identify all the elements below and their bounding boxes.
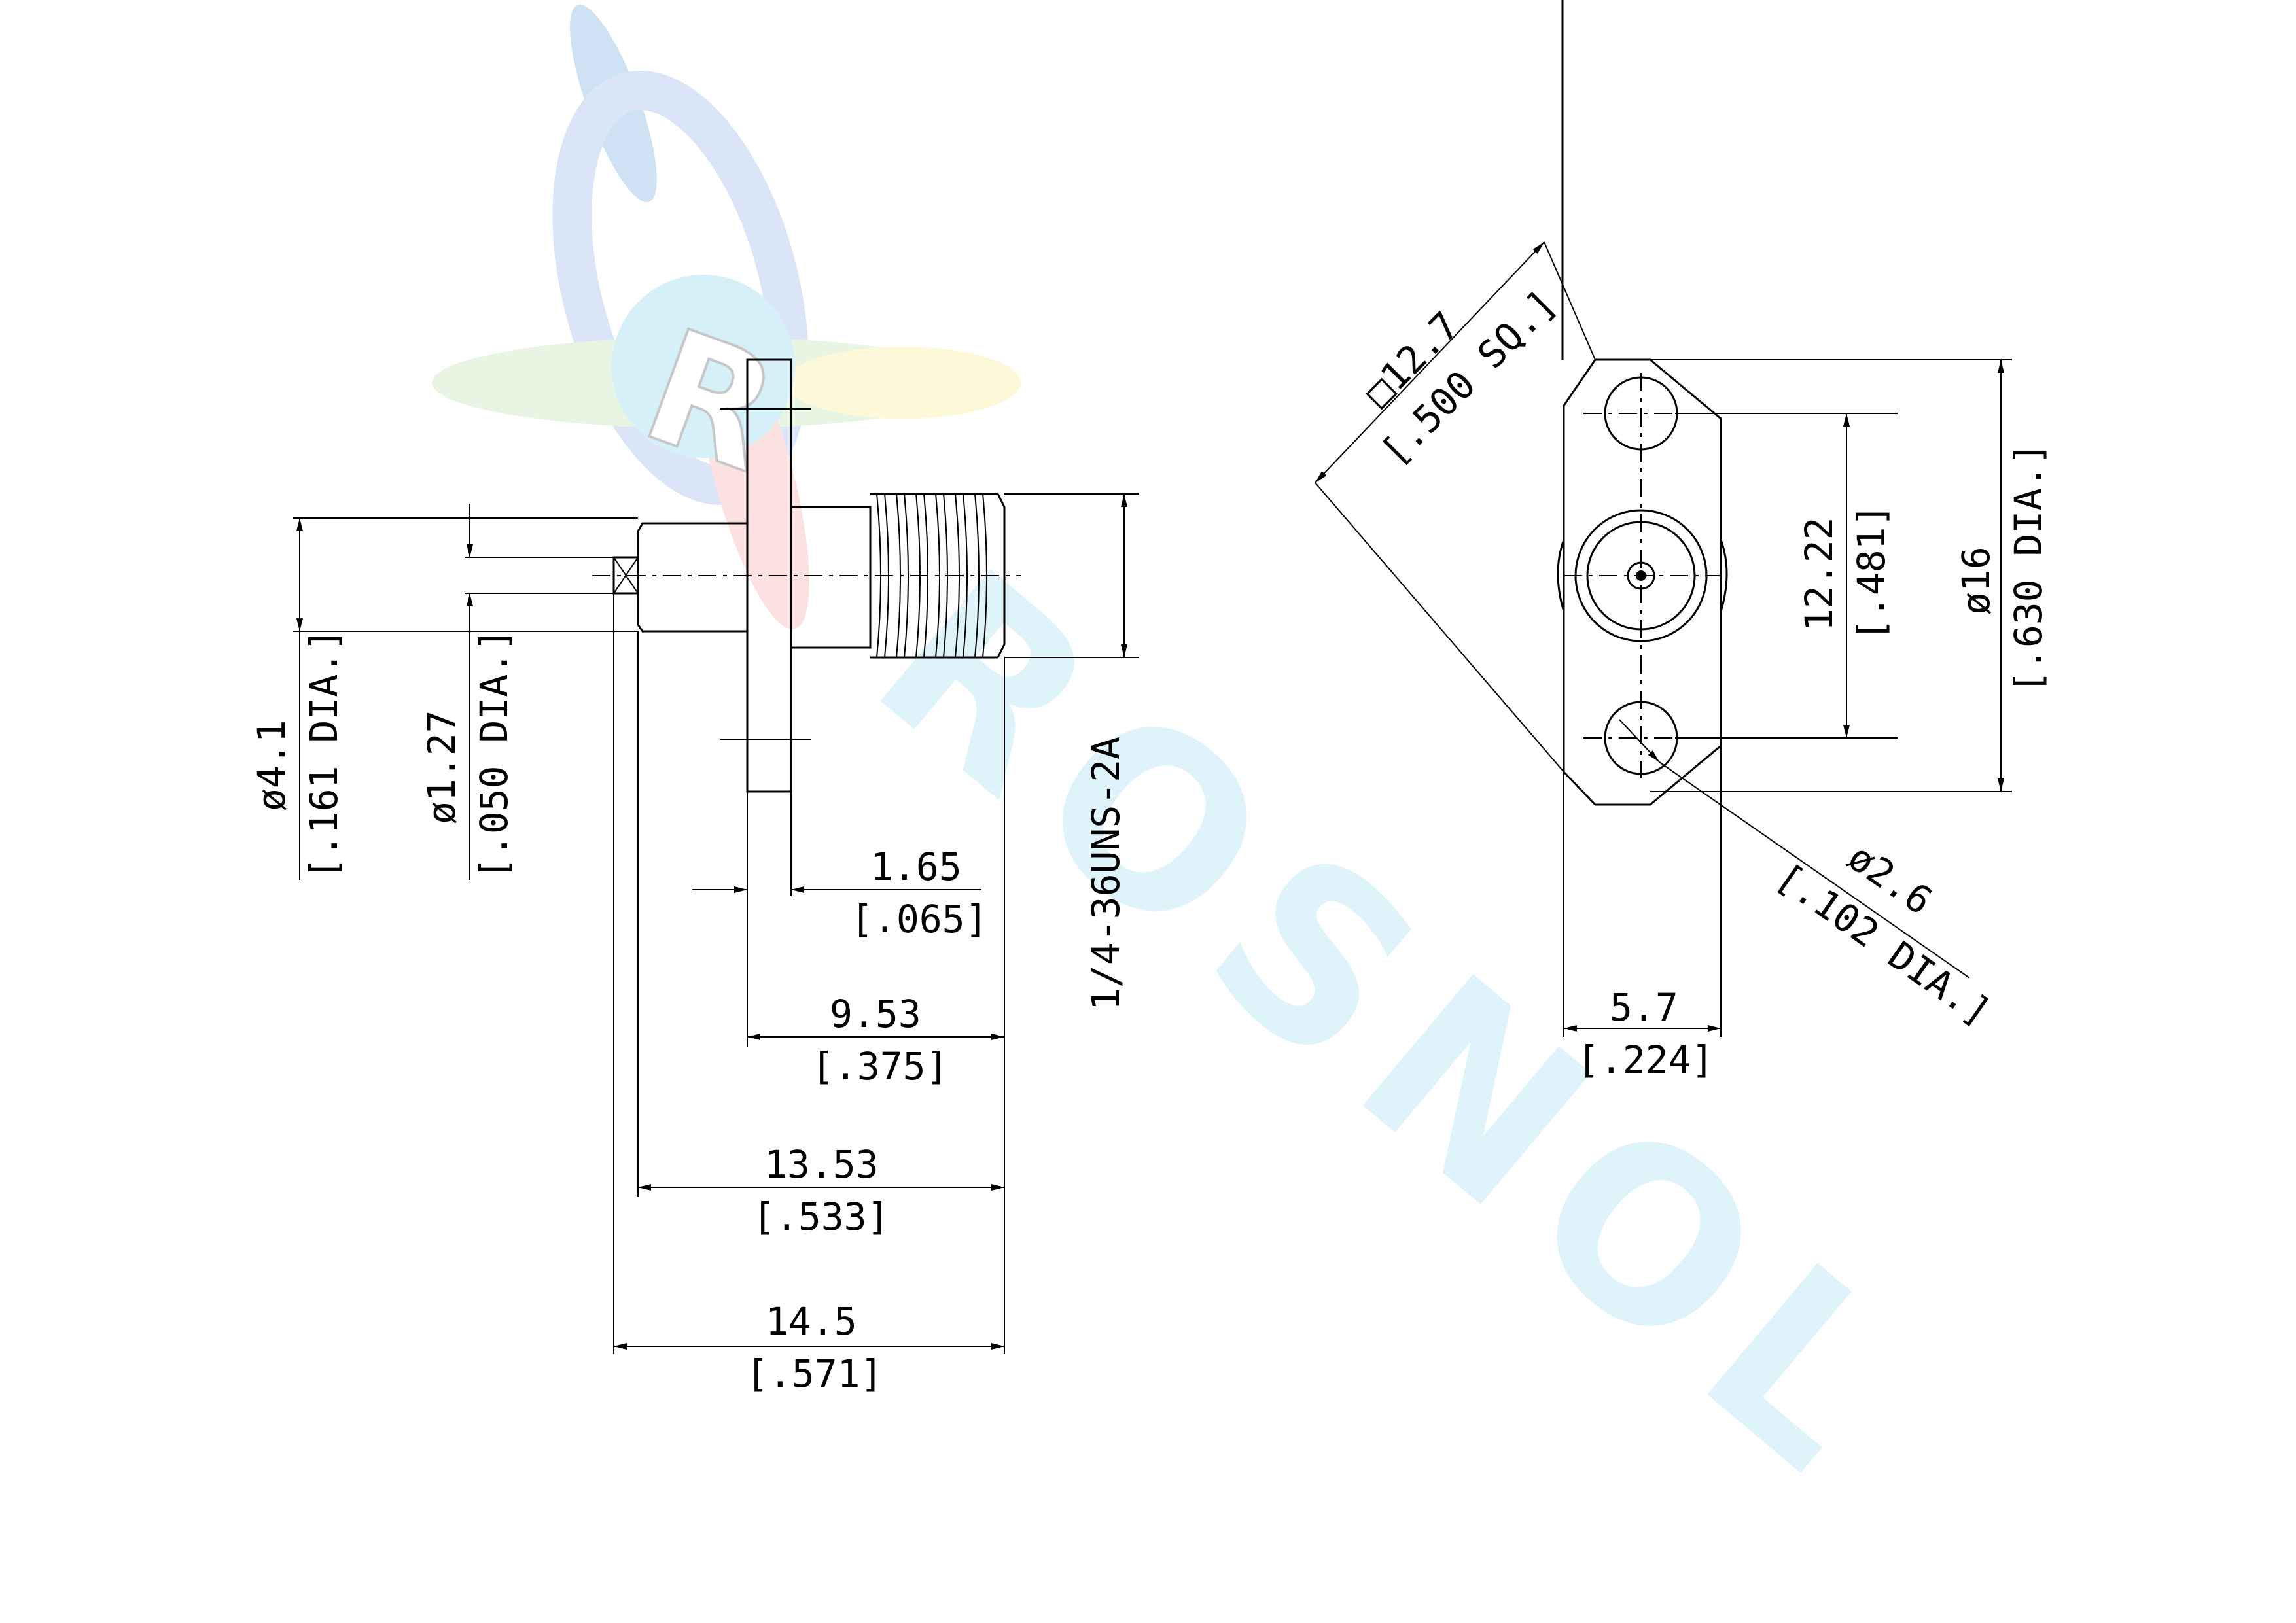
front-view <box>1315 0 2012 1037</box>
dim-flange-dia-value: ø16 <box>1954 546 1998 615</box>
front-body <box>791 506 872 649</box>
side-view <box>293 358 1139 1354</box>
dim-body-len-inch: [.533] <box>752 1195 890 1239</box>
flange-outline <box>1563 358 1722 806</box>
dim-overall-len-inch: [.571] <box>746 1352 883 1396</box>
dim-flange-thk-value: 1.65 <box>870 845 962 889</box>
dim-thread-spec: 1/4-36UNS-2A <box>1084 737 1128 1011</box>
dim-hole-spacing-value: 12.22 <box>1797 517 1841 631</box>
dim-pin-dia-inch: [.050 DIA.] <box>472 629 516 880</box>
dim-width-inch: [.224] <box>1577 1038 1714 1082</box>
rear-body <box>637 522 747 633</box>
side-view-dimensions: ø4.1 [.161 DIA.] ø1.27 [.050 DIA.] 1/4-3… <box>249 629 1128 1396</box>
thread <box>870 493 1006 659</box>
dim-body-dia-value: ø4.1 <box>249 720 294 811</box>
dim-body-dia-inch: [.161 DIA.] <box>302 629 346 880</box>
dim-pin-dia-value: ø1.27 <box>419 710 464 824</box>
dim-flange-thk-inch: [.065] <box>851 897 988 941</box>
watermark-logo: R <box>432 5 1021 629</box>
dim-width-value: 5.7 <box>1610 985 1678 1030</box>
dim-thread-len-inch: [.375] <box>811 1044 949 1089</box>
dim-thread-len-value: 9.53 <box>830 992 921 1036</box>
dim-overall-len-value: 14.5 <box>766 1299 857 1344</box>
watermark-text: ROSNOL <box>828 519 1966 1537</box>
dim-flange-dia-inch: [.630 DIA.] <box>2006 442 2051 693</box>
dim-body-len-value: 13.53 <box>764 1142 879 1187</box>
dim-hole-spacing-inch: [.481] <box>1849 504 1894 641</box>
